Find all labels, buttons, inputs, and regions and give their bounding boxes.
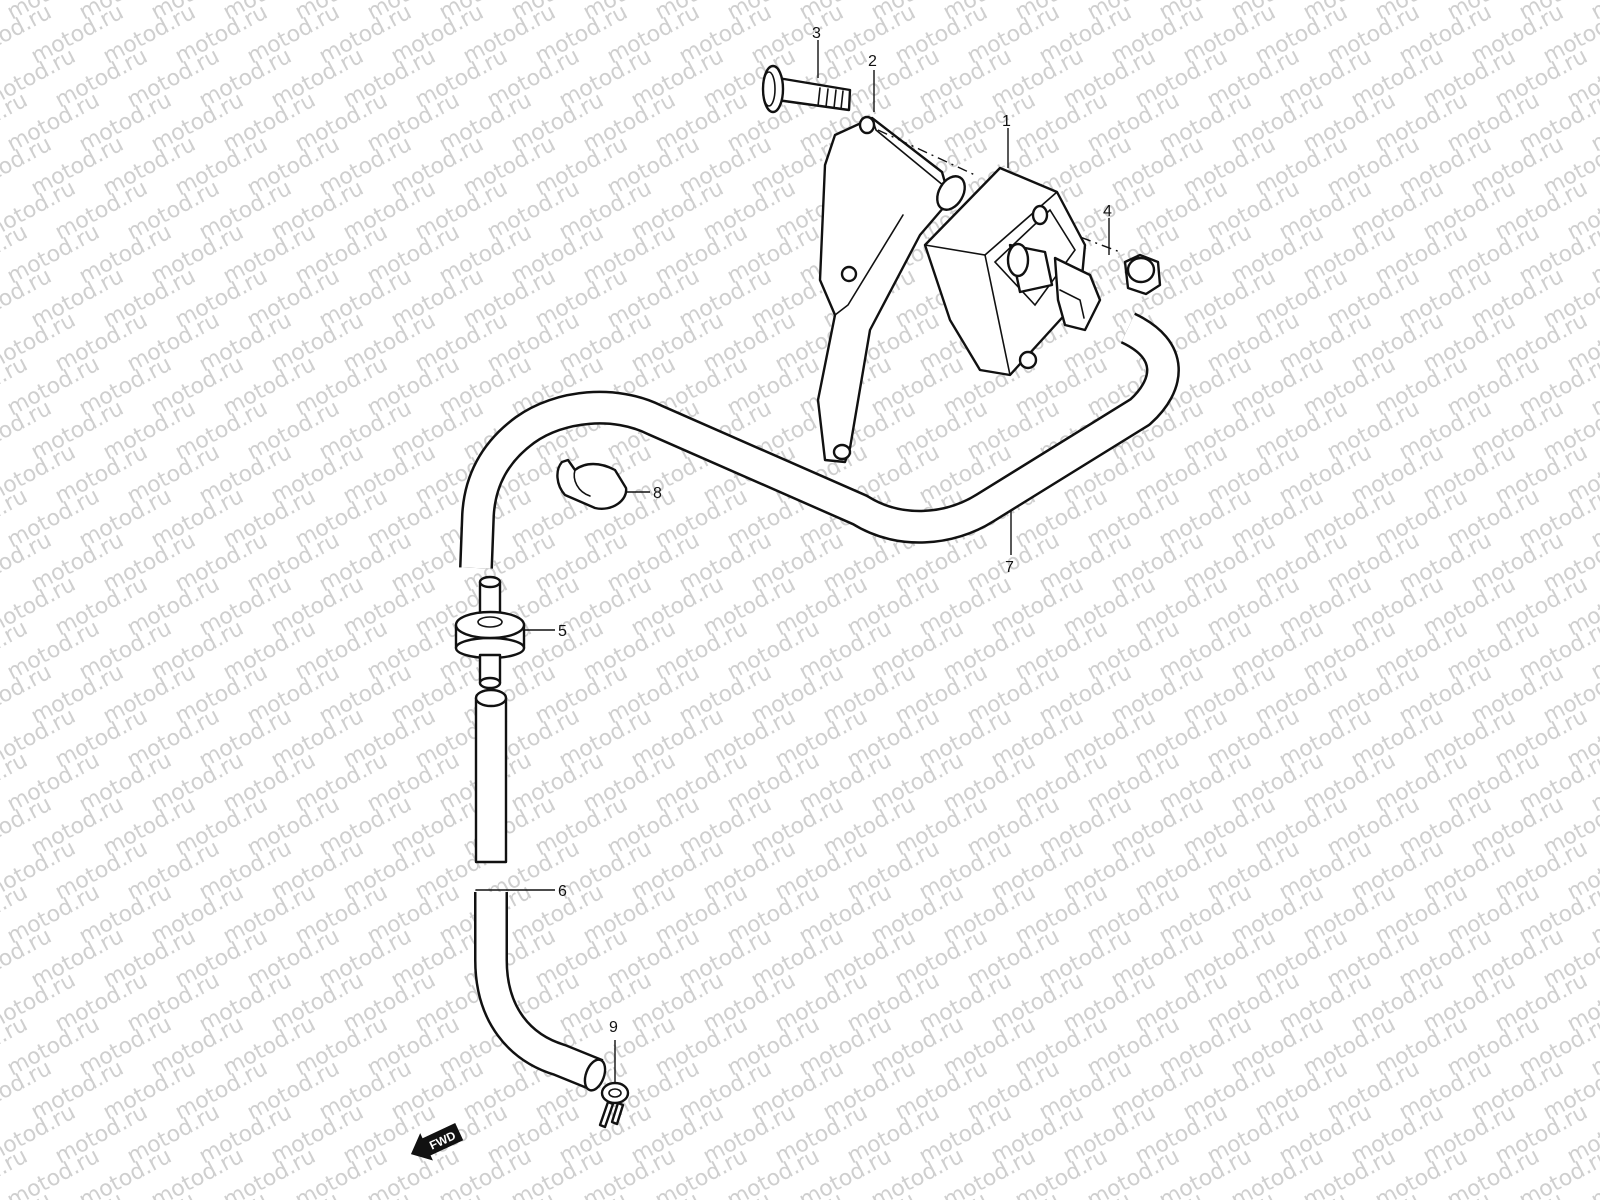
callout-5: 5	[558, 623, 567, 640]
alignment-line-nut	[1039, 221, 1121, 253]
callout-2: 2	[868, 53, 877, 70]
clamp-8	[556, 458, 628, 510]
callout-8: 8	[653, 485, 662, 502]
callout-4: 4	[1103, 203, 1112, 220]
callout-1: 1	[1002, 113, 1011, 130]
bracket-2	[816, 115, 966, 464]
callout-9: 9	[609, 1019, 618, 1036]
hose-7	[459, 312, 1180, 569]
bolt-3	[761, 64, 852, 114]
nut-4	[1123, 253, 1162, 296]
joint-5	[454, 575, 526, 690]
leader-lines	[506, 40, 1110, 1083]
hose-6	[474, 688, 607, 1092]
solenoid-valve-1	[923, 166, 1102, 377]
callout-3: 3	[812, 25, 821, 42]
callout-7: 7	[1005, 559, 1014, 576]
alignment-line	[877, 129, 976, 176]
clip-9	[598, 1081, 630, 1129]
callout-6: 6	[558, 883, 567, 900]
